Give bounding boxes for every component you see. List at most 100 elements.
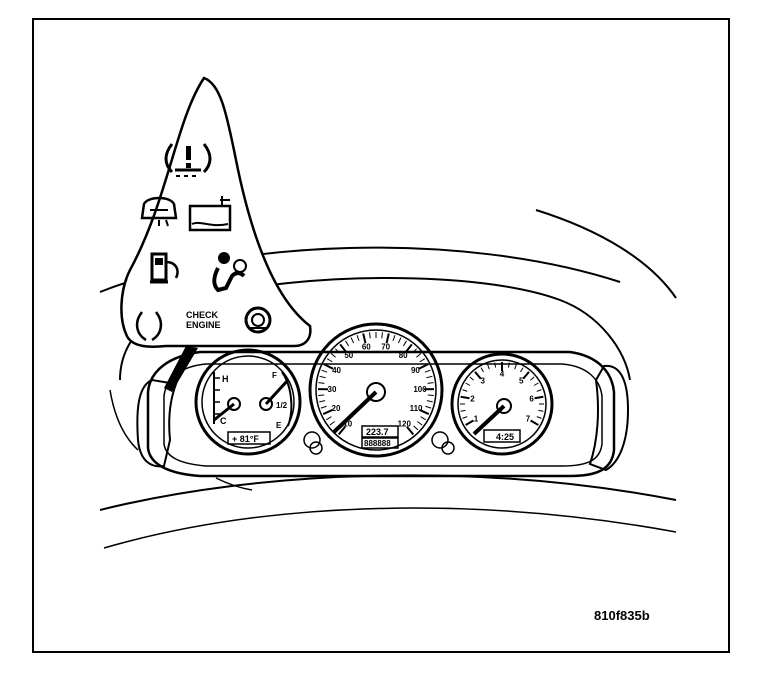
- check-engine-label-line1: CHECK: [186, 310, 219, 320]
- tach-tick: [534, 395, 544, 400]
- trip-box: [361, 437, 399, 449]
- tach-tick: [522, 371, 530, 380]
- tach-tick: [520, 367, 524, 373]
- speedo-label: 80: [399, 351, 408, 360]
- tach-label: 6: [529, 394, 534, 403]
- speedo-tick: [318, 394, 325, 397]
- speedo-tick: [402, 340, 408, 347]
- tach-tick: [474, 371, 482, 380]
- speedo-tick: [413, 425, 419, 431]
- speedo-tick: [322, 409, 333, 416]
- speedo-tick: [397, 337, 402, 344]
- speedo-tick: [418, 363, 429, 370]
- tach-tick: [514, 364, 517, 370]
- speedo-tick: [330, 353, 336, 358]
- speedo-tick: [325, 416, 332, 421]
- speedo-needle: [332, 390, 378, 434]
- tach-tick: [507, 362, 510, 368]
- tach-tick: [530, 419, 539, 426]
- fuel-needle-hub: [259, 397, 273, 411]
- speedo-tick: [319, 375, 326, 379]
- coolant-level-icon: [188, 196, 232, 232]
- outside-temp-display-box: [227, 431, 271, 445]
- speedo-label: 40: [332, 366, 341, 375]
- speedo-tick: [318, 382, 325, 384]
- tach-needle: [472, 404, 506, 436]
- fuel-empty-label: E: [276, 421, 282, 430]
- speedo-tick: [417, 421, 423, 426]
- speedo-label: 100: [413, 385, 427, 394]
- speedo-tick: [424, 369, 431, 373]
- tach-tick: [462, 389, 468, 392]
- callout-leader: [164, 346, 198, 392]
- low-fuel-icon: [150, 252, 179, 284]
- steering-warning-icon: [244, 306, 272, 334]
- speedo-tick: [319, 400, 326, 403]
- speedo-tick: [412, 348, 418, 354]
- speedo-tick: [362, 333, 367, 344]
- speedo-tick: [350, 337, 355, 344]
- speedo-tick: [419, 358, 426, 363]
- speedo-tick: [321, 369, 328, 373]
- tach-tick: [494, 362, 497, 368]
- speedo-tick: [426, 400, 433, 403]
- speedo-tick: [369, 332, 371, 339]
- speedo-tick: [427, 382, 434, 384]
- speedo-tick: [326, 358, 333, 363]
- temp-needle: [213, 402, 235, 422]
- left-side-pod: [136, 378, 178, 468]
- warning-lamp-panel: CHECK ENGINE: [120, 76, 312, 348]
- speedo-tick: [404, 343, 413, 353]
- tach-tick: [538, 409, 544, 412]
- temp-needle-hub: [227, 397, 241, 411]
- odometer-display: 223.7: [366, 427, 389, 437]
- speedo-tick: [320, 405, 327, 409]
- speedo-tick: [337, 426, 346, 436]
- tach-tick: [465, 419, 474, 426]
- temp-fuel-gauge: H C F 1/2 E + 81°F: [194, 348, 302, 456]
- tach-label: 4: [500, 370, 505, 379]
- speedo-tick: [406, 426, 415, 436]
- right-side-pod: [588, 364, 630, 472]
- tire-pressure-warning-icon: [164, 143, 212, 177]
- speedo-tick: [334, 348, 340, 354]
- temp-hot-label: H: [222, 374, 229, 384]
- figure-border: [32, 18, 730, 653]
- tach-tick: [487, 364, 490, 370]
- tach-tick: [536, 389, 542, 392]
- speedo-tick: [329, 421, 335, 426]
- fuel-full-label: F: [272, 371, 277, 380]
- speedo-tick: [426, 375, 433, 379]
- speedo-label: 110: [410, 404, 423, 413]
- clock-display: 4:25: [496, 432, 514, 442]
- speedo-label: 60: [362, 343, 371, 352]
- tach-tick: [480, 367, 484, 373]
- tach-label: 7: [526, 415, 531, 424]
- tach-tick: [530, 376, 535, 381]
- clock-display-box: [483, 429, 521, 443]
- speedo-tick: [392, 335, 396, 342]
- airbag-warning-icon: [212, 252, 247, 293]
- right-reset-knob: [431, 431, 455, 455]
- trip-display: 888888: [364, 439, 391, 448]
- speedo-label: 120: [398, 419, 412, 428]
- figure-id: 810f835b: [594, 608, 650, 623]
- left-reset-knob: [303, 431, 323, 455]
- speedo-needle-hub: [366, 382, 386, 402]
- speedo-label: 90: [411, 366, 420, 375]
- speedo-tick: [427, 394, 434, 397]
- washer-fluid-icon: [140, 196, 178, 227]
- cluster-bezel: [146, 350, 616, 478]
- speedo-tick: [356, 335, 360, 342]
- tach-needle-hub: [496, 398, 512, 414]
- temp-cold-label: C: [220, 416, 227, 426]
- speedo-label: 30: [328, 385, 337, 394]
- speedo-tick: [420, 416, 427, 421]
- fuel-needle: [264, 378, 290, 406]
- tach-tick: [460, 409, 466, 412]
- speedo-label: 70: [381, 343, 390, 352]
- speedo-tick: [419, 409, 430, 416]
